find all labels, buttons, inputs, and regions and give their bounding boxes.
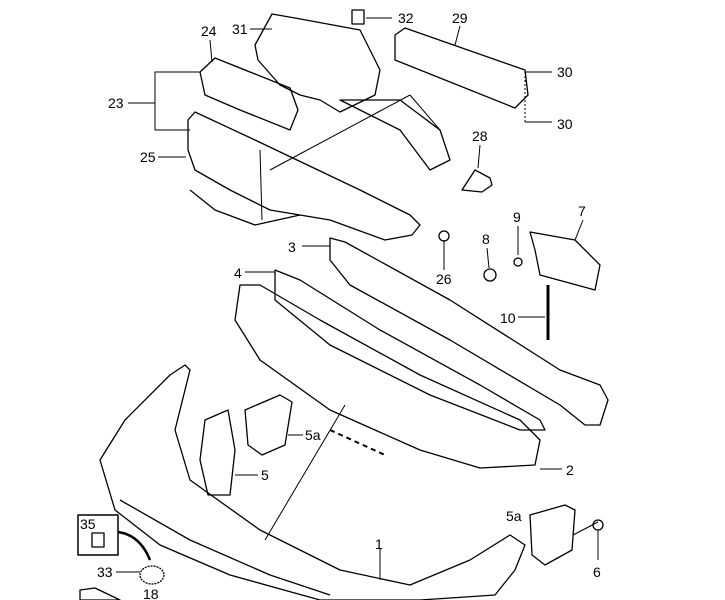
- callout-9: 9: [513, 209, 521, 225]
- part-24-seal: [199, 57, 299, 131]
- callout-5a: 5a: [305, 427, 321, 443]
- callout-23: 23: [108, 95, 124, 111]
- callout-3: 3: [288, 239, 296, 255]
- callout-32: 32: [398, 10, 414, 26]
- callout-6: 6: [593, 564, 601, 580]
- callout-31: 31: [232, 21, 248, 37]
- part-2-absorber: [234, 284, 541, 469]
- part-5a-bracket: [244, 394, 293, 456]
- part-8-bolt: [483, 268, 497, 282]
- part-7-bracket: [529, 231, 601, 291]
- callout-25: 25: [140, 149, 156, 165]
- callout-30-upper: 30: [557, 64, 573, 80]
- callout-4: 4: [234, 265, 242, 281]
- part-5a-right-bracket: [529, 504, 576, 566]
- callout-7: 7: [578, 203, 586, 219]
- part-1-bumper-cover: [99, 364, 526, 600]
- part-4-absorber: [274, 269, 546, 431]
- callout-8: 8: [482, 231, 490, 247]
- part-28-bracket: [461, 169, 493, 193]
- part-18-trim: [79, 587, 121, 600]
- part-6-screw: [592, 519, 604, 531]
- part-3-reinforcement: [329, 237, 609, 426]
- callout-10: 10: [500, 310, 516, 326]
- callout-29: 29: [452, 10, 468, 26]
- callout-26: 26: [436, 271, 452, 287]
- part-25-upper-frame: [187, 111, 421, 241]
- part-26-clip: [438, 230, 450, 242]
- callout-35: 35: [80, 516, 96, 532]
- callout-28: 28: [472, 128, 488, 144]
- callout-18: 18: [143, 586, 159, 600]
- part-5-bracket: [199, 409, 236, 496]
- part-31-air-guide: [254, 13, 381, 113]
- part-35-inset-box: [77, 514, 119, 556]
- callout-5: 5: [261, 467, 269, 483]
- part-29-panel: [394, 27, 529, 109]
- leader-lines: [116, 17, 599, 580]
- callout-30-lower: 30: [557, 116, 573, 132]
- part-33-grille: [139, 565, 165, 585]
- callout-33: 33: [97, 564, 113, 580]
- callout-24: 24: [201, 23, 217, 39]
- callout-2: 2: [566, 462, 574, 478]
- part-32-clip: [351, 9, 365, 25]
- part-9-washer: [513, 257, 523, 267]
- callout-1: 1: [375, 536, 383, 552]
- callout-5a-right: 5a: [506, 508, 522, 524]
